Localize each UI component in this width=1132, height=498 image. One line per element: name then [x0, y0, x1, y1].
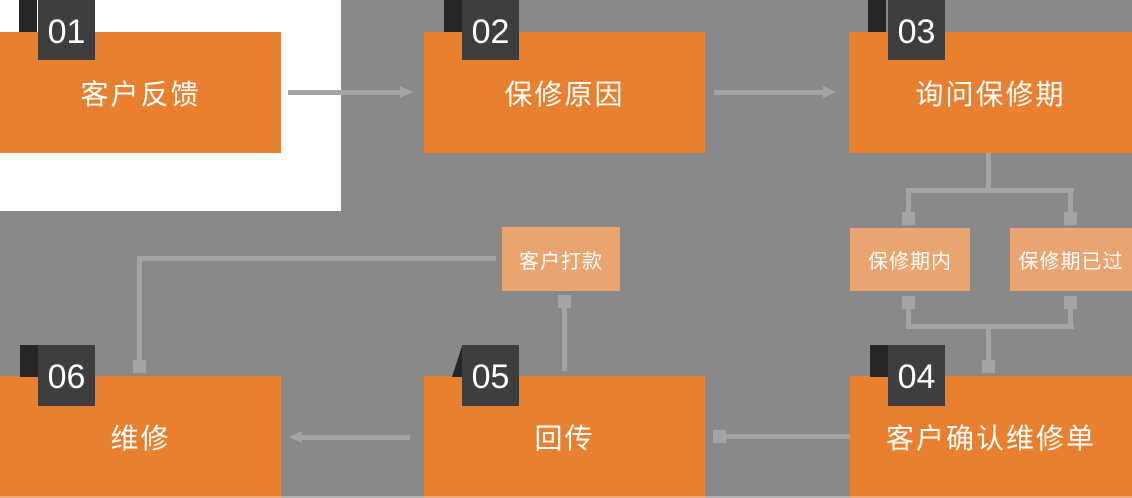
step-badge-04: 04	[888, 345, 945, 406]
connector-payment-06-horizontal	[137, 256, 496, 261]
step-number-05: 05	[471, 358, 510, 396]
step-number-02: 02	[471, 12, 510, 51]
step-number-04: 04	[897, 358, 936, 396]
connector-split-crossbar	[906, 188, 1074, 193]
connector-endpoint-square	[1064, 296, 1077, 309]
connector-split-stem	[986, 153, 991, 191]
step-badge-05: 05	[462, 345, 519, 406]
step-number-06: 06	[47, 358, 86, 396]
step-box-04: 客户确认维修单	[850, 376, 1132, 498]
step-badge-01: 01	[38, 0, 95, 60]
badge-flap-01	[19, 0, 37, 32]
step-label-06: 维修	[110, 423, 171, 454]
arrowhead-left-icon	[289, 431, 302, 443]
branch-label-customer-payment: 客户打款	[519, 250, 603, 273]
step-badge-03: 03	[888, 0, 945, 60]
connector-02-03-line	[714, 90, 823, 95]
connector-split-right-drop	[1068, 193, 1073, 213]
badge-flap-04	[870, 345, 888, 377]
connector-endpoint-square	[902, 296, 915, 309]
step-label-02: 保修原因	[504, 78, 625, 110]
arrowhead-right-icon	[400, 86, 413, 98]
connector-endpoint-square	[558, 295, 571, 308]
connector-05-payment-vertical	[562, 307, 567, 371]
step-label-05: 回传	[534, 423, 595, 454]
badge-flap-06	[20, 345, 38, 377]
step-label-04: 客户确认维修单	[885, 423, 1096, 454]
step-badge-02: 02	[462, 0, 519, 60]
branch-box-customer-payment: 客户打款	[502, 227, 620, 291]
branch-box-in-warranty: 保修期内	[850, 228, 970, 291]
connector-endpoint-square	[982, 360, 995, 373]
connector-01-02-line	[288, 90, 400, 95]
badge-flap-03	[868, 0, 886, 32]
branch-box-warranty-expired: 保修期已过	[1010, 228, 1132, 291]
step-label-01: 客户反馈	[80, 78, 201, 110]
branch-label-in-warranty: 保修期内	[868, 251, 952, 273]
branch-label-warranty-expired: 保修期已过	[1018, 251, 1124, 273]
badge-flap-05	[452, 346, 462, 377]
connector-merge-crossbar	[906, 324, 1074, 329]
connector-endpoint-square	[133, 360, 146, 373]
step-badge-06: 06	[38, 345, 95, 406]
connector-split-left-drop	[906, 193, 911, 213]
connector-endpoint-square	[1064, 212, 1077, 225]
connector-endpoint-square	[713, 430, 726, 443]
arrowhead-right-icon	[823, 86, 836, 98]
connector-endpoint-square	[902, 212, 915, 225]
connector-merge-left-drop	[906, 309, 911, 326]
step-number-03: 03	[897, 12, 936, 51]
badge-flap-02	[444, 0, 462, 32]
step-number-01: 01	[47, 12, 86, 51]
step-label-03: 询问保修期	[915, 78, 1066, 110]
connector-merge-right-drop	[1068, 309, 1073, 326]
connector-05-06-line	[302, 435, 410, 440]
slide-bottom-edge	[0, 496, 1132, 498]
connector-04-05-line	[726, 434, 850, 439]
connector-merge-stem	[986, 329, 991, 360]
connector-payment-06-vertical	[137, 258, 142, 360]
